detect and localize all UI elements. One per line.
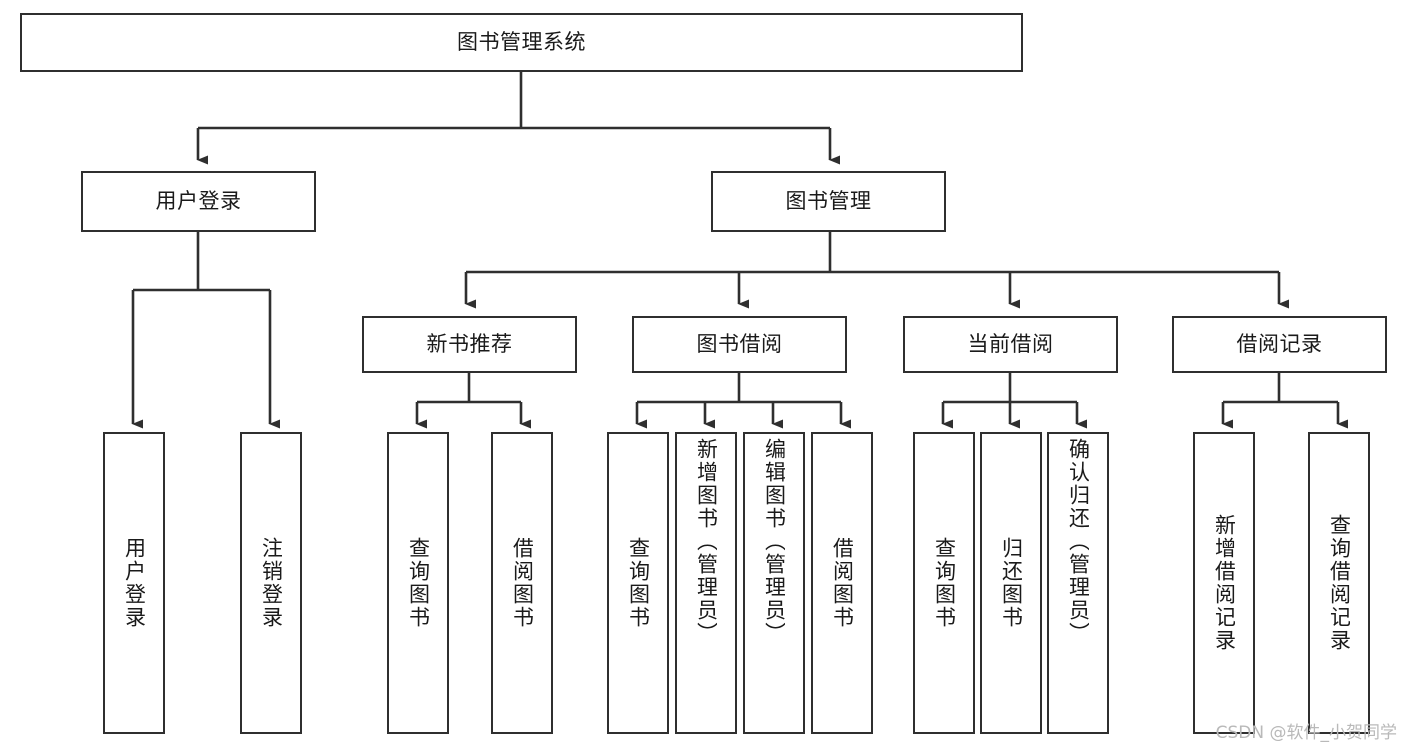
node-user-login-label: 用户登录 (155, 189, 242, 214)
node-root[interactable]: 图书管理系统 (20, 13, 1023, 72)
leaf-query-borrow-record-label: 查询借阅记录 (1328, 514, 1350, 652)
leaf-query-book-recommend-label: 查询图书 (407, 537, 429, 629)
node-borrow-record[interactable]: 借阅记录 (1172, 316, 1387, 373)
leaf-query-book-borrow[interactable]: 查询图书 (607, 432, 669, 734)
leaf-return-book[interactable]: 归还图书 (980, 432, 1042, 734)
leaf-confirm-return-admin-label: 确认归还（管理员） (1067, 438, 1089, 645)
leaf-query-borrow-record[interactable]: 查询借阅记录 (1308, 432, 1370, 734)
node-new-book-recommend[interactable]: 新书推荐 (362, 316, 577, 373)
leaf-return-book-label: 归还图书 (1000, 537, 1022, 629)
leaf-borrow-book[interactable]: 借阅图书 (811, 432, 873, 734)
node-book-borrow[interactable]: 图书借阅 (632, 316, 847, 373)
leaf-query-book-borrow-label: 查询图书 (627, 537, 649, 629)
leaf-confirm-return-admin[interactable]: 确认归还（管理员） (1047, 432, 1109, 734)
node-book-borrow-label: 图书借阅 (696, 332, 783, 357)
node-book-management-label: 图书管理 (785, 189, 872, 214)
leaf-edit-book-admin-label: 编辑图书（管理员） (763, 438, 785, 645)
leaf-add-borrow-record-label: 新增借阅记录 (1213, 514, 1235, 652)
leaf-query-book-current-label: 查询图书 (933, 537, 955, 629)
node-current-borrow[interactable]: 当前借阅 (903, 316, 1118, 373)
leaf-edit-book-admin[interactable]: 编辑图书（管理员） (743, 432, 805, 734)
leaf-user-login-label: 用户登录 (123, 537, 145, 629)
leaf-user-login[interactable]: 用户登录 (103, 432, 165, 734)
leaf-add-book-admin[interactable]: 新增图书（管理员） (675, 432, 737, 734)
leaf-add-book-admin-label: 新增图书（管理员） (695, 438, 717, 645)
leaf-logout-label: 注销登录 (260, 537, 282, 629)
leaf-query-book-recommend[interactable]: 查询图书 (387, 432, 449, 734)
leaf-logout[interactable]: 注销登录 (240, 432, 302, 734)
leaf-query-book-current[interactable]: 查询图书 (913, 432, 975, 734)
node-book-management[interactable]: 图书管理 (711, 171, 946, 232)
node-borrow-record-label: 借阅记录 (1236, 332, 1323, 357)
leaf-add-borrow-record[interactable]: 新增借阅记录 (1193, 432, 1255, 734)
watermark-text: CSDN @软件_小贺同学 (1215, 723, 1397, 743)
leaf-borrow-book-label: 借阅图书 (831, 537, 853, 629)
node-new-book-recommend-label: 新书推荐 (426, 332, 513, 357)
leaf-borrow-book-recommend-label: 借阅图书 (511, 537, 533, 629)
node-user-login[interactable]: 用户登录 (81, 171, 316, 232)
leaf-borrow-book-recommend[interactable]: 借阅图书 (491, 432, 553, 734)
node-current-borrow-label: 当前借阅 (967, 332, 1054, 357)
node-root-label: 图书管理系统 (457, 30, 586, 55)
